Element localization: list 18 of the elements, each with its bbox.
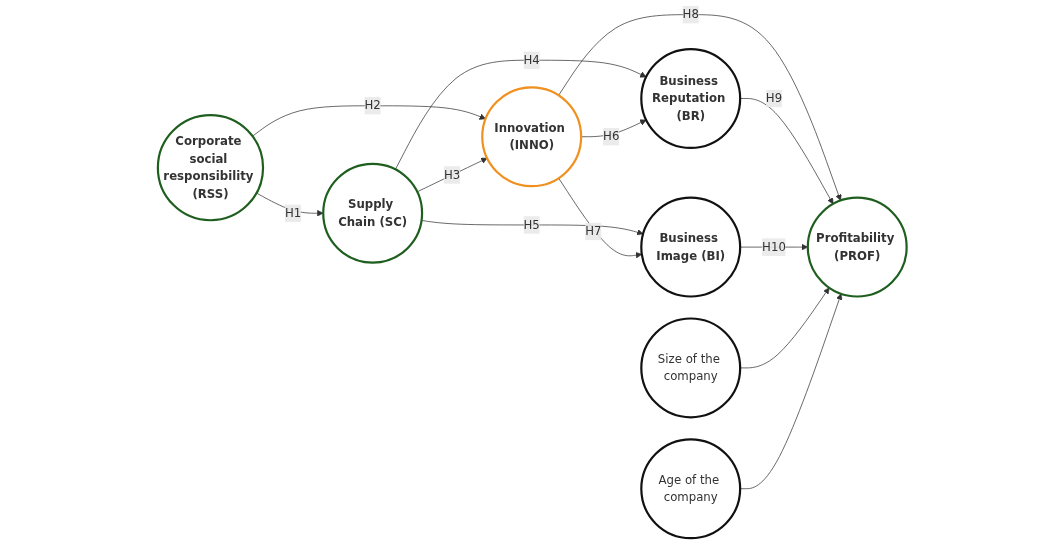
- edge-label: H8: [682, 7, 699, 22]
- node-circle: Innovation (INNO): [480, 86, 582, 188]
- node-circle: Age of the company: [639, 438, 741, 540]
- node-circle: Profitability (PROF): [806, 196, 908, 298]
- edge-label: H2: [364, 98, 381, 113]
- edge-label: H7: [585, 224, 602, 239]
- edge-label: H5: [523, 217, 540, 232]
- node-circle: Business Image (BI): [639, 196, 741, 298]
- node-circle: Business Reputation (BR): [639, 47, 741, 149]
- node-circle: Supply Chain (SC): [321, 162, 423, 264]
- edge-label: H6: [602, 129, 620, 144]
- node-circle: Corporate social responsibility (RSS): [156, 113, 264, 222]
- node-circle: Size of the company: [639, 317, 741, 419]
- edge-label: H4: [523, 52, 540, 67]
- edge-label: H1: [284, 205, 302, 220]
- edge-label: H3: [443, 167, 461, 182]
- edge-label: H9: [765, 91, 782, 106]
- edge-label: H10: [761, 239, 786, 254]
